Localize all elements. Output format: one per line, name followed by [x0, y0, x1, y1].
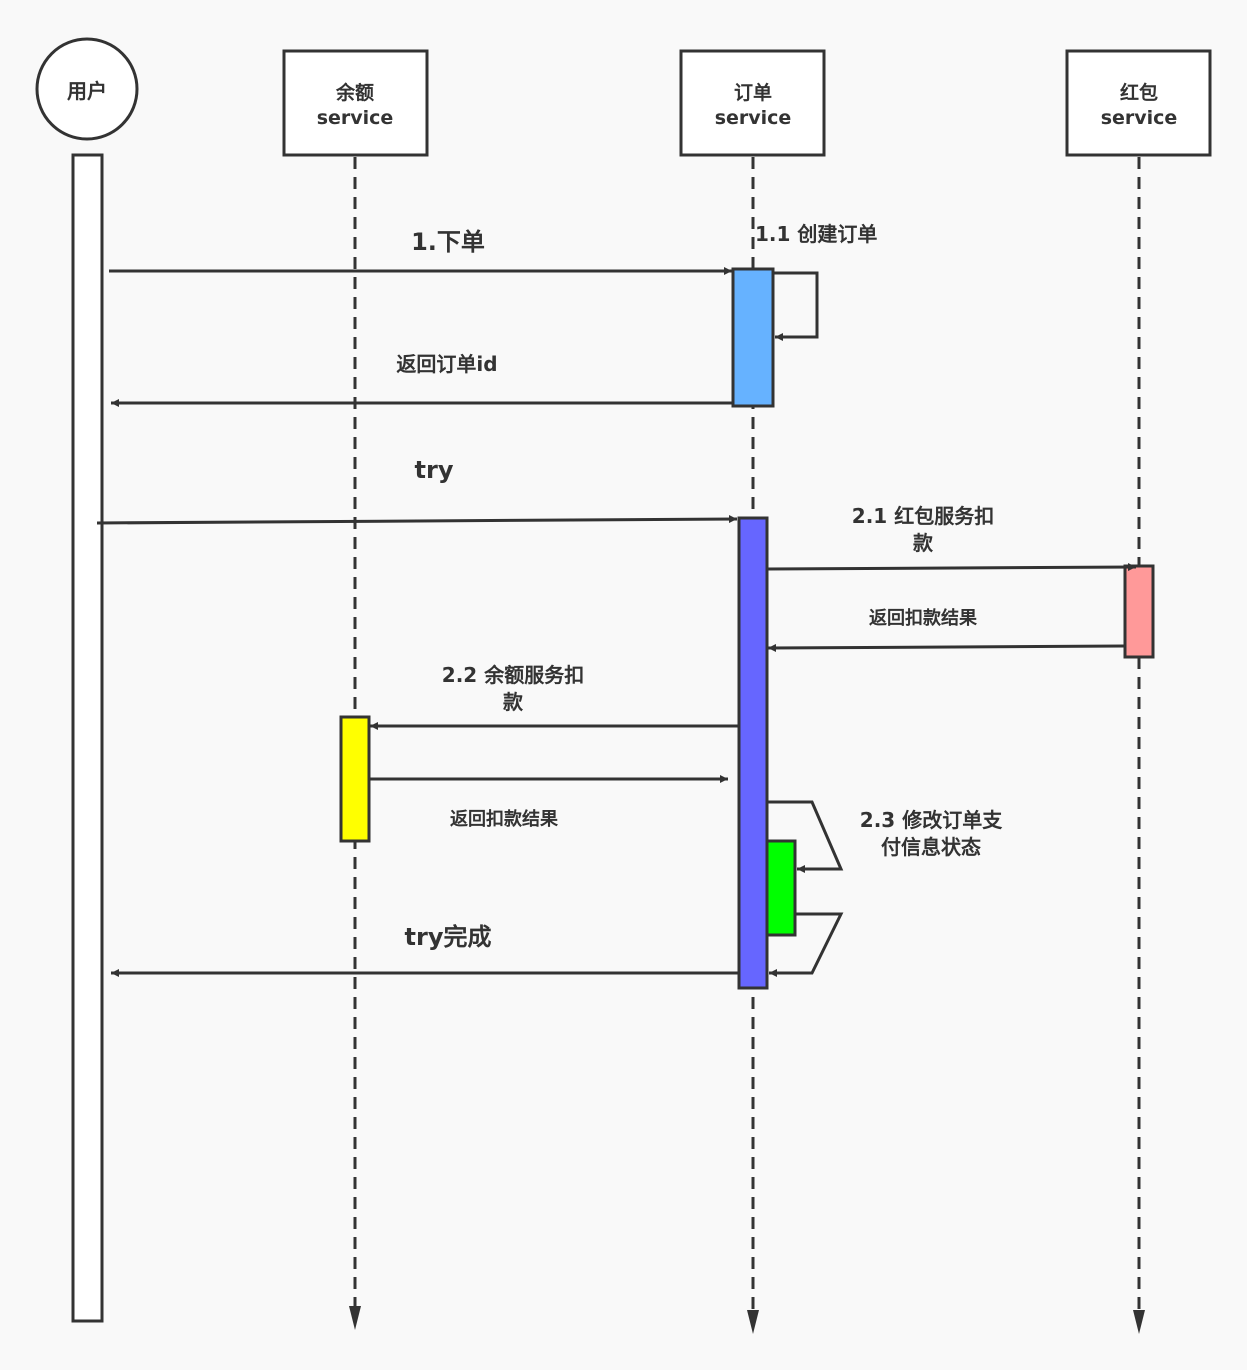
message-label: 返回订单id [396, 352, 497, 376]
redpacket-activation [1123, 564, 1155, 659]
redpacket-lifeline-arrow-icon [1133, 1310, 1145, 1334]
balance-service-box [282, 49, 429, 157]
participant-redpacket-label-2: service [1101, 107, 1178, 129]
message-arrow [767, 643, 1125, 652]
participant-balance-label-1: 余额 [335, 81, 374, 104]
message-label-line2: 款 [503, 690, 524, 714]
participant-balance-label-2: service [317, 107, 394, 129]
participant-redpacket-service: 红包 service [1065, 49, 1212, 1334]
message-return-order-id: 返回订单id [111, 352, 732, 407]
message-try-complete: try完成 [111, 923, 738, 977]
participant-user-label: 用户 [67, 79, 107, 103]
message-label: 返回扣款结果 [450, 808, 559, 830]
user-actor-circle [35, 37, 139, 141]
message-create-order: 1.1 创建订单 [755, 222, 877, 341]
participant-user: 用户 [35, 37, 139, 1323]
message-try: try [96, 456, 738, 525]
message-label-line1: 2.2 余额服务扣 [442, 663, 584, 687]
self-message-arrow [774, 271, 819, 341]
message-label-line2: 款 [913, 531, 934, 555]
message-label-line2: 付信息状态 [881, 835, 981, 859]
message-label: try [415, 456, 454, 484]
participant-order-service: 订单 service [679, 49, 826, 1334]
message-label: 1.下单 [411, 228, 485, 256]
message-balance-deduct: 2.2 余额服务扣 款 [370, 663, 738, 730]
redpacket-service-box [1065, 49, 1212, 157]
order-update-activation [765, 839, 797, 937]
message-update-order-status: 2.3 修改订单支 付信息状态 [768, 800, 1003, 977]
participant-redpacket-label-1: 红包 [1120, 81, 1158, 104]
self-message-arrow-in [768, 800, 844, 873]
message-label: 返回扣款结果 [869, 607, 978, 629]
message-label: 1.1 创建订单 [755, 222, 877, 246]
self-message-arrow-out [769, 912, 844, 977]
participant-order-label-2: service [715, 107, 792, 129]
message-arrow [767, 563, 1137, 572]
order-activation-create [731, 267, 775, 408]
message-label-line1: 2.3 修改订单支 [860, 808, 1003, 832]
message-redpacket-deduct: 2.1 红包服务扣 款 [767, 504, 1137, 572]
order-activation-try [737, 516, 769, 990]
message-arrow [96, 515, 738, 525]
message-label: try完成 [405, 923, 492, 951]
participant-balance-service: 余额 service [282, 49, 429, 1330]
message-label-line1: 2.1 红包服务扣 [852, 504, 994, 528]
participant-order-label-1: 订单 [734, 81, 772, 104]
order-lifeline-arrow-icon [747, 1310, 759, 1334]
user-lifeline-bar [71, 153, 104, 1323]
order-service-box [679, 49, 826, 157]
message-balance-return: 返回扣款结果 [370, 775, 728, 830]
balance-lifeline-arrow-icon [349, 1306, 361, 1330]
balance-activation [339, 715, 371, 843]
message-redpacket-return: 返回扣款结果 [767, 607, 1125, 652]
message-place-order: 1.下单 [109, 228, 732, 275]
